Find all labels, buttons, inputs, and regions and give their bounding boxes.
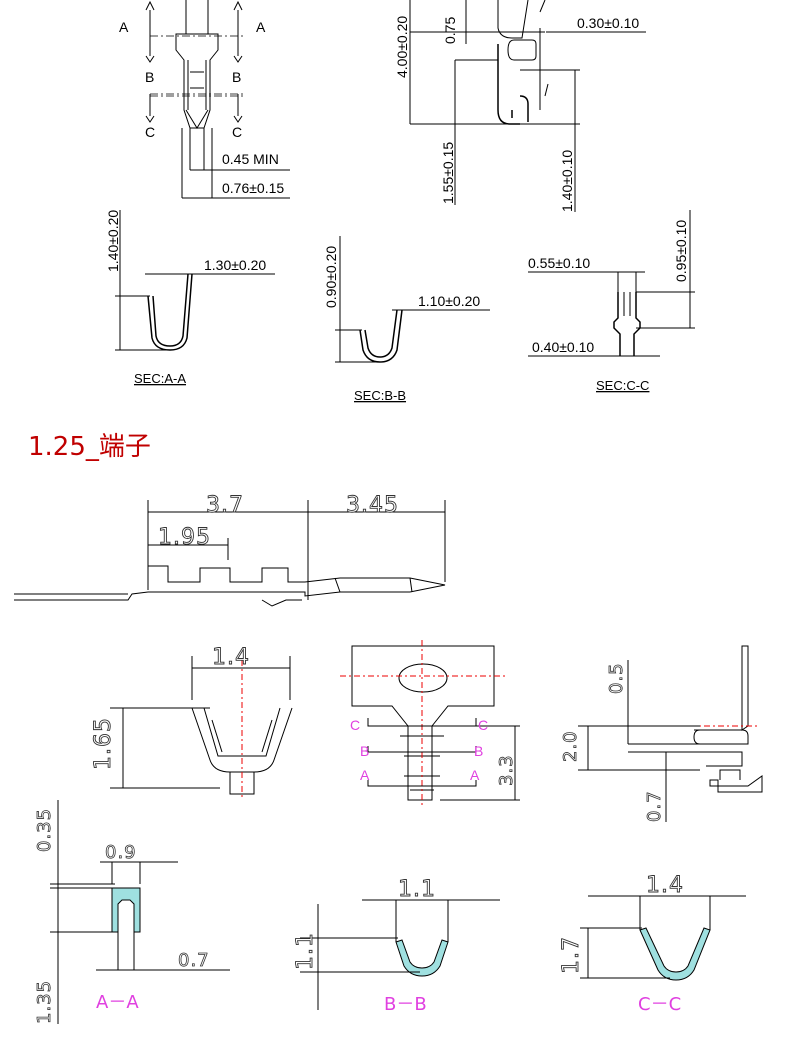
- section-b-label: SEC:B-B: [354, 388, 406, 403]
- dim-165: 1.65: [91, 717, 116, 770]
- dim-155: 1.55±0.15: [440, 142, 456, 204]
- section-aa-bottom: 0.35 0.9 1.35 0.7 A－A: [34, 800, 230, 1024]
- terminal-side-view: 3.7 3.45 1.95: [14, 493, 446, 607]
- dim-130-a: 1.30±0.20: [204, 257, 266, 273]
- front-view-top: A A B B C C 0.45 MIN 0.76±0.15: [119, 0, 290, 199]
- dim-05: 0.5: [606, 662, 627, 694]
- section-a-top: 1.40±0.20 1.30±0.20 SEC:A-A: [105, 210, 275, 386]
- mark-b-left: B: [360, 743, 369, 759]
- dim-07-section: 0.7: [178, 950, 210, 971]
- dim-11-w: 1.1: [398, 877, 436, 902]
- dim-195: 1.95: [158, 525, 211, 550]
- dim-075: 0.75: [442, 17, 458, 44]
- dim-400: 4.00±0.20: [394, 16, 410, 78]
- dim-055-c: 0.55±0.10: [528, 255, 590, 271]
- terminal-top-view: C C B B A A 3.3: [340, 640, 520, 808]
- dim-11-h: 1.1: [293, 932, 318, 970]
- section-b-top: 0.90±0.20 1.10±0.20 SEC:B-B: [323, 236, 490, 403]
- label-b-left: B: [145, 69, 154, 85]
- terminal-right-view: 0.5 2.0 0.7: [560, 645, 763, 822]
- section-cc-bottom: 1.4 1.7 C－C: [559, 873, 746, 1015]
- terminal-front-view: 1.4 1.65: [91, 645, 293, 800]
- dim-17: 1.7: [559, 936, 584, 974]
- dim-09: 0.9: [105, 842, 137, 863]
- dim-37: 3.7: [206, 493, 244, 518]
- section-cc-label: C－C: [638, 994, 681, 1015]
- dim-110-b: 1.10±0.20: [418, 293, 480, 309]
- section-title: 1.25_端子: [28, 432, 151, 462]
- section-bb-bottom: 1.1 1.1 B－B: [293, 877, 500, 1015]
- dim-07-right: 0.7: [644, 790, 665, 822]
- dim-045-min: 0.45 MIN: [222, 151, 279, 167]
- dim-140-side: 1.40±0.10: [559, 150, 575, 212]
- section-aa-label: A－A: [96, 992, 139, 1013]
- label-c-right: C: [232, 124, 242, 140]
- mark-b-right: B: [474, 743, 483, 759]
- label-c-left: C: [145, 124, 155, 140]
- section-c-label: SEC:C-C: [596, 378, 649, 393]
- mark-a-right: A: [470, 767, 480, 783]
- label-a-left: A: [119, 19, 129, 35]
- label-b-right: B: [232, 69, 241, 85]
- dim-076: 0.76±0.15: [222, 180, 284, 196]
- dim-035: 0.35: [34, 808, 55, 852]
- mark-a-left: A: [360, 767, 370, 783]
- dim-14-c: 1.4: [646, 873, 684, 898]
- dim-33: 3.3: [496, 754, 517, 786]
- mark-c-right: C: [478, 717, 488, 733]
- dim-14-front: 1.4: [212, 645, 250, 670]
- dim-135: 1.35: [34, 980, 55, 1024]
- dim-20: 2.0: [560, 730, 581, 762]
- label-a-right: A: [256, 19, 266, 35]
- section-c-top: 0.55±0.10 0.95±0.10 0.40±0.10 SEC:C-C: [528, 210, 695, 393]
- dim-095-c: 0.95±0.10: [673, 220, 689, 282]
- dim-140-a: 1.40±0.20: [105, 210, 121, 272]
- section-a-label: SEC:A-A: [134, 371, 186, 386]
- side-view-top: 4.00±0.20 0.75 0.30±0.10 1.55±0.15 1.40±…: [394, 0, 646, 212]
- dim-040-c: 0.40±0.10: [532, 339, 594, 355]
- mark-c-left: C: [350, 717, 360, 733]
- dim-090-b: 0.90±0.20: [323, 246, 339, 308]
- section-bb-label: B－B: [384, 994, 427, 1015]
- dim-345: 3.45: [346, 493, 399, 518]
- dim-030: 0.30±0.10: [577, 15, 639, 31]
